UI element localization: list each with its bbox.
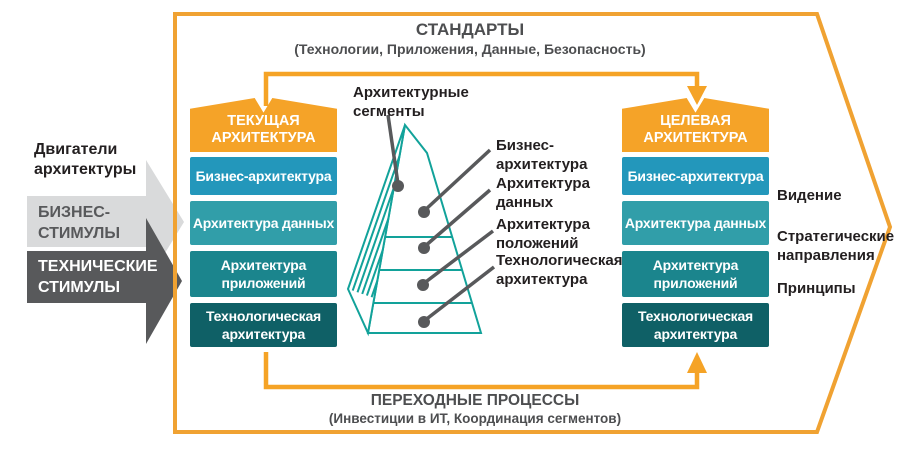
transition-title: ПЕРЕХОДНЫЕ ПРОЦЕССЫ [370,392,580,409]
transition-subtitle: (Инвестиции в ИТ, Координация сегментов) [328,411,622,426]
pyramid-hatched-face [346,124,406,337]
business-stimuli-label: БИЗНЕС-СТИМУЛЫ [38,204,120,242]
technical-stimuli-label: ТЕХНИЧЕСКИЕ СТИМУЛЫ [38,258,158,296]
target-layer-technology: Технологическая архитектура [622,303,769,347]
callout-leader-lines [386,114,496,323]
callout-business-architecture: Бизнес-архитектура [496,137,588,173]
callout-dots [392,180,430,328]
current-layer-business: Бизнес-архитектура [190,157,337,195]
note-principles: Принципы [777,280,856,297]
top-connector-arrowhead-icon [687,86,707,105]
current-layer-technology: Технологическая архитектура [190,303,337,347]
current-layer-data: Архитектура данных [190,201,337,245]
note-strategic-directions: Стратегические направления [777,228,895,264]
top-connector-line [263,71,700,106]
outer-arrow-border [173,12,893,434]
callout-data-architecture: Архитектура данных [496,175,590,211]
standards-title: СТАНДАРТЫ [415,20,525,39]
target-layer-data: Архитектура данных [622,201,769,245]
drivers-title: Двигатели архитектуры [34,141,137,178]
callout-provisions-architecture: Архитектура положений [496,216,590,252]
target-layer-applications: Архитектура приложений [622,251,769,297]
current-layer-applications: Архитектура приложений [190,251,337,297]
note-vision: Видение [777,187,842,204]
technical-stimuli-arrow [27,218,182,344]
bottom-connector-arrowhead-icon [687,352,707,373]
standards-subtitle: (Технологии, Приложения, Данные, Безопас… [294,41,646,57]
callout-technology-architecture: Технологическая архитектура [496,252,623,288]
target-layer-business: Бизнес-архитектура [622,157,769,195]
segments-label: Архитектурные сегменты [353,84,469,120]
bottom-connector-line [263,352,700,390]
business-stimuli-arrow [27,160,184,284]
